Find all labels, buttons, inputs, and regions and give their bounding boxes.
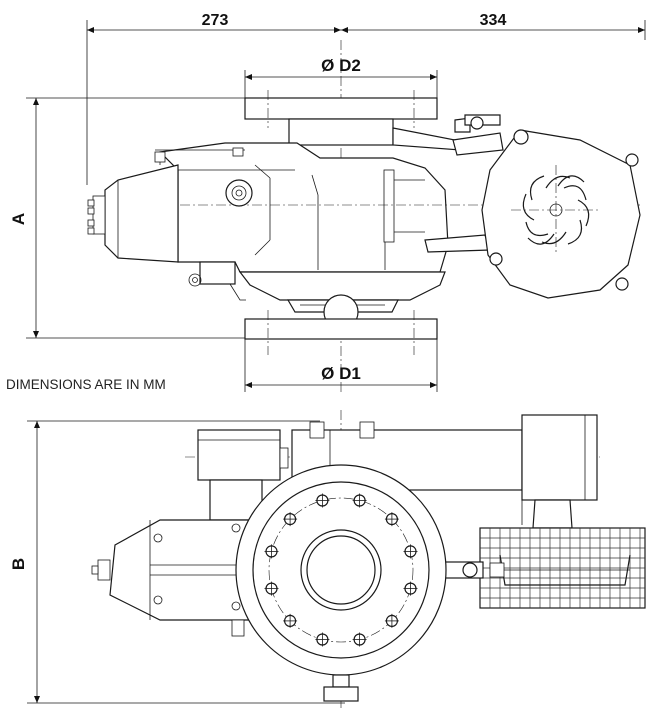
dia-d1-label: Ø D1 [321, 364, 361, 383]
height-a-dimension [26, 97, 245, 339]
height-b-label: B [9, 558, 28, 570]
bottom-flange-d1 [244, 310, 438, 392]
top-width-dimension [86, 20, 646, 185]
right-motor-assembly [392, 114, 641, 299]
units-note: DIMENSIONS ARE IN MM [6, 377, 166, 392]
motor-housing [481, 129, 641, 299]
valve-handle-plan [437, 561, 505, 579]
valve-body [90, 142, 640, 273]
round-flange-plan [235, 464, 447, 702]
dia-d2-label: Ø D2 [321, 56, 361, 75]
height-b-dimension [27, 420, 345, 704]
left-actuator [87, 164, 253, 263]
front-elevation-view: 273 334 Ø D2 Ø D1 A [9, 12, 646, 395]
height-a-label: A [9, 213, 28, 225]
plan-view: B [9, 410, 646, 711]
width-right-label: 334 [480, 12, 507, 29]
fan-mesh-guard [479, 527, 646, 609]
top-flange-d2 [244, 70, 438, 146]
lower-base [188, 261, 446, 330]
width-left-label: 273 [202, 12, 229, 29]
cooling-fan-icon [511, 165, 601, 255]
